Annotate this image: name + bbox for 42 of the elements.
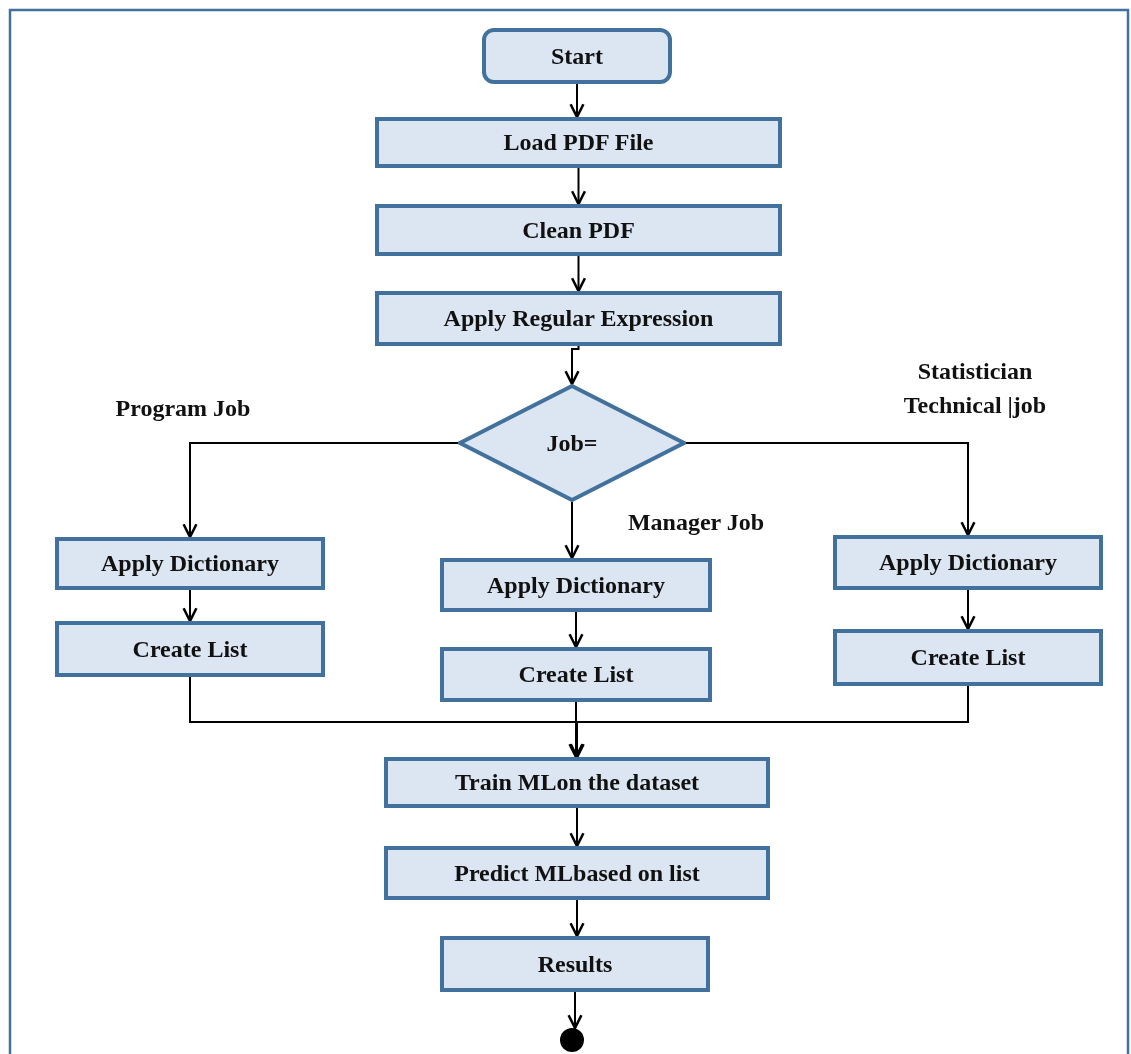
node-label: Train MLon the dataset [454,769,700,796]
arrow [567,991,583,1030]
arrow [569,899,585,938]
node-label: Clean PDF [522,216,635,244]
node-label: Job= [546,429,598,457]
arrow [564,345,580,386]
process-box [375,117,782,168]
arrow [182,589,198,623]
node-label: Start [551,42,603,70]
node-label: Apply Dictionary [487,571,665,599]
node-label: Create List [910,644,1026,671]
process-box [384,846,770,900]
node-label: Apply Regular Expression [443,305,714,332]
node-label: Create List [132,635,248,663]
node-label: Apply Dictionary [101,550,279,577]
process-box [833,535,1103,590]
process-box [440,647,712,702]
node-label: Load PDF File [503,129,654,156]
arrow [685,442,976,537]
process-box [55,621,325,677]
arrow [568,701,584,759]
process-box [440,558,712,612]
process-box [375,291,782,346]
process-box [440,936,710,992]
arrow [569,83,585,119]
arrow [570,167,587,206]
process-box [375,204,782,256]
process-box [833,629,1103,686]
arrow [568,611,584,649]
node-label: Results [537,950,613,978]
node-label: Predict MLbased on list [454,859,700,887]
process-box [55,537,325,590]
terminal-box [482,28,672,84]
arrow [569,685,969,759]
node-label: Apply Dictionary [879,549,1057,576]
arrow [570,255,587,293]
node-label: Create List [518,661,634,688]
arrow [564,501,580,560]
process-box [384,757,770,808]
arrow [960,589,976,631]
arrow [182,442,459,539]
arrow [569,807,585,848]
